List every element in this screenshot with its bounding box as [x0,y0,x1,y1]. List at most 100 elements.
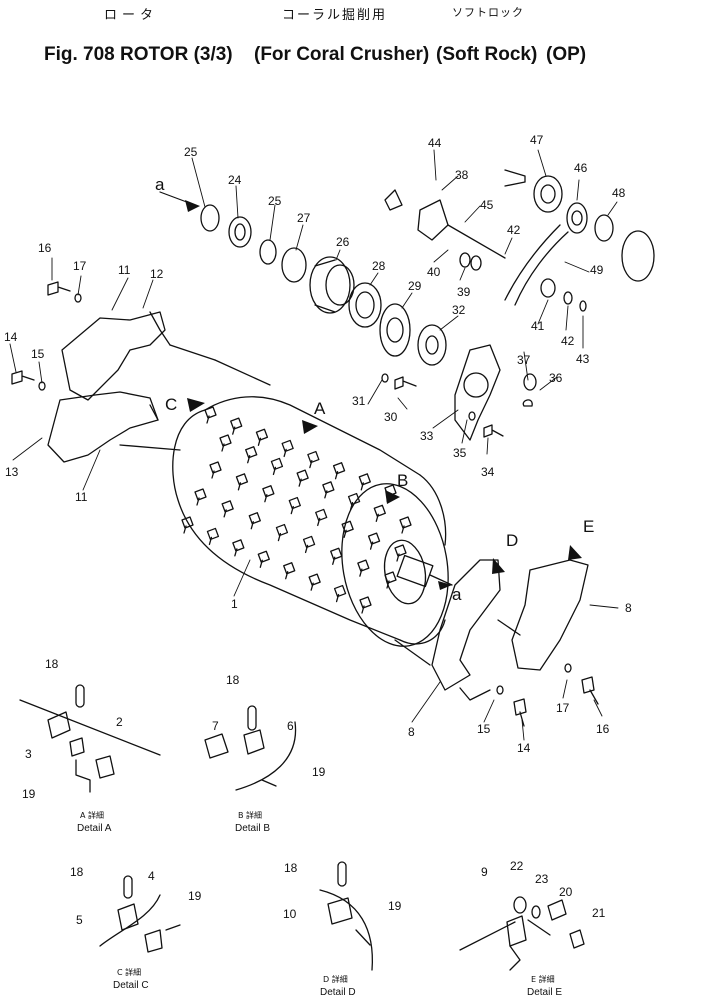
callout-27: 27 [297,211,311,225]
callout-8-lower: 8 [408,725,415,739]
tooth-holder [257,550,270,568]
title-soft-rock: (Soft Rock) [436,44,538,65]
tooth-holder [245,446,258,464]
callout-33: 33 [420,429,434,443]
callout-41: 41 [531,319,545,333]
tooth-holder [330,547,343,565]
callout-19-b: 19 [312,765,326,779]
tooth-holder [307,450,320,469]
callout-15-right: 15 [477,722,491,736]
view-letter-D: D [506,531,518,550]
cover-plate [621,230,655,282]
tooth-holder [194,488,207,506]
callout-39: 39 [457,285,471,299]
callout-37: 37 [517,353,531,367]
callout-48: 48 [612,186,626,200]
detail-e-jp: E 詳細 [531,974,555,984]
tooth-holder [302,535,316,554]
detail-b-jp: B 詳細 [238,810,262,820]
bearing-47 [533,175,563,213]
detail-d-sketch [319,861,374,971]
figure-title: Fig. 708 ROTOR (3/3) [44,44,233,65]
right-side-plate-e [497,559,589,671]
hub-26 [309,256,355,314]
view-arrows [159,191,582,590]
callout-18-d: 18 [284,861,298,875]
callout-13: 13 [5,465,19,479]
sprocket-33 [454,344,501,441]
tooth-holder [281,439,294,458]
callout-44: 44 [428,136,442,150]
callout-12: 12 [150,267,164,281]
cap-48 [594,214,614,242]
callout-7: 7 [212,719,219,733]
tooth-holder [221,500,234,518]
tooth-holder [296,469,309,487]
callout-16-right: 16 [596,722,610,736]
callout-18-c: 18 [70,865,84,879]
callout-8-right: 8 [625,601,632,615]
callout-2: 2 [116,715,123,729]
callout-47: 47 [530,133,544,147]
tooth-holder [373,504,386,522]
view-letter-a-lower: a [452,585,462,604]
detail-d-jp: D 詳細 [323,974,348,984]
tooth-holder [262,485,275,503]
detail-c-sketch [99,875,181,953]
leader-lines [9,149,619,741]
callout-14-right: 14 [517,741,531,755]
callout-42-upper: 42 [507,223,521,237]
callout-38: 38 [455,168,469,182]
detail-a-caption: Detail A [77,823,112,834]
tooth-holder [204,406,217,424]
callout-24: 24 [228,173,242,187]
tooth-holder [347,492,361,511]
tensioner-39-41 [459,252,587,312]
callout-5: 5 [76,913,83,927]
callout-34: 34 [481,465,495,479]
callout-numbers: 1 2 3 4 5 6 7 8 8 9 10 11 11 12 13 14 14… [4,133,632,927]
flange-29 [379,303,411,357]
tooth-holder [333,584,347,603]
tooth-holder [332,462,346,480]
detail-a-jp: A 詳細 [80,810,104,820]
bolts-small [11,281,599,727]
callout-11-lower: 11 [75,490,88,504]
callout-6: 6 [287,719,294,733]
tooth-holder [359,596,372,614]
tooth-holder [283,562,296,580]
left-side-plate-upper [61,311,216,401]
callout-19-a: 19 [22,787,36,801]
detail-e-sketch [459,896,585,971]
detail-captions: A 詳細 Detail A B 詳細 Detail B C 詳細 Detail … [77,810,562,998]
callout-15-left: 15 [31,347,45,361]
tooth-holder [248,512,261,530]
tooth-holder [206,527,220,546]
callout-18-a: 18 [45,657,59,671]
detail-a-sketch [19,684,161,793]
chain-49 [504,224,569,306]
tooth-holder [209,461,222,479]
callout-19-d: 19 [388,899,402,913]
title-jp-coral: コーラル掘削用 [282,8,388,23]
callout-26: 26 [336,235,350,249]
callout-10: 10 [283,907,297,921]
bracket-38 [384,189,506,259]
title-op: (OP) [546,44,587,65]
tooth-holder [367,532,381,550]
callout-19-c: 19 [188,889,202,903]
tooth-holder [315,508,328,527]
left-side-plate-lower [47,391,181,463]
callout-46: 46 [574,161,588,175]
callout-28: 28 [372,259,386,273]
tooth-holder [230,417,243,435]
tooth-holder [232,539,245,557]
detail-d-caption: Detail D [320,987,356,998]
seal-rings [200,204,307,283]
detail-e-caption: Detail E [527,987,562,998]
view-letter-a-upper: a [155,175,165,194]
callout-16-left: 16 [38,241,52,255]
callout-22: 22 [510,859,524,873]
view-letters: a a A B C D E [155,175,594,604]
title-jp-soft: ソフトロック [452,6,524,19]
